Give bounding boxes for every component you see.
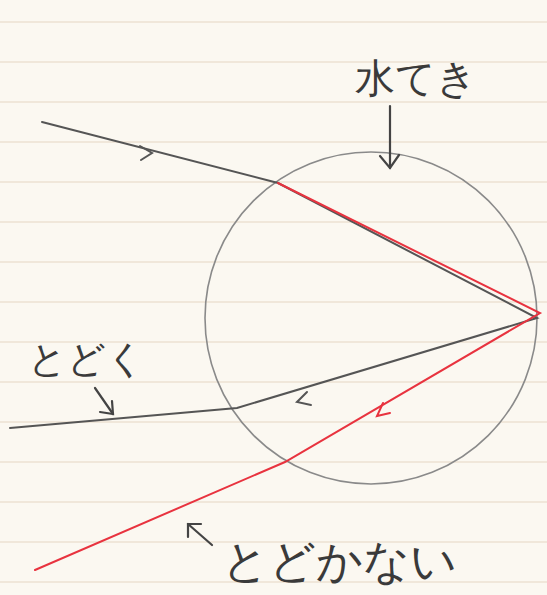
reach-label: とどく <box>28 340 145 378</box>
notebook-lines <box>0 22 547 582</box>
droplet-label: 水てき <box>355 58 477 98</box>
reaching-ray <box>10 122 537 428</box>
water-droplet <box>205 152 537 484</box>
no-reach-label: とどかない <box>222 538 457 584</box>
leader-arrows <box>95 106 399 545</box>
